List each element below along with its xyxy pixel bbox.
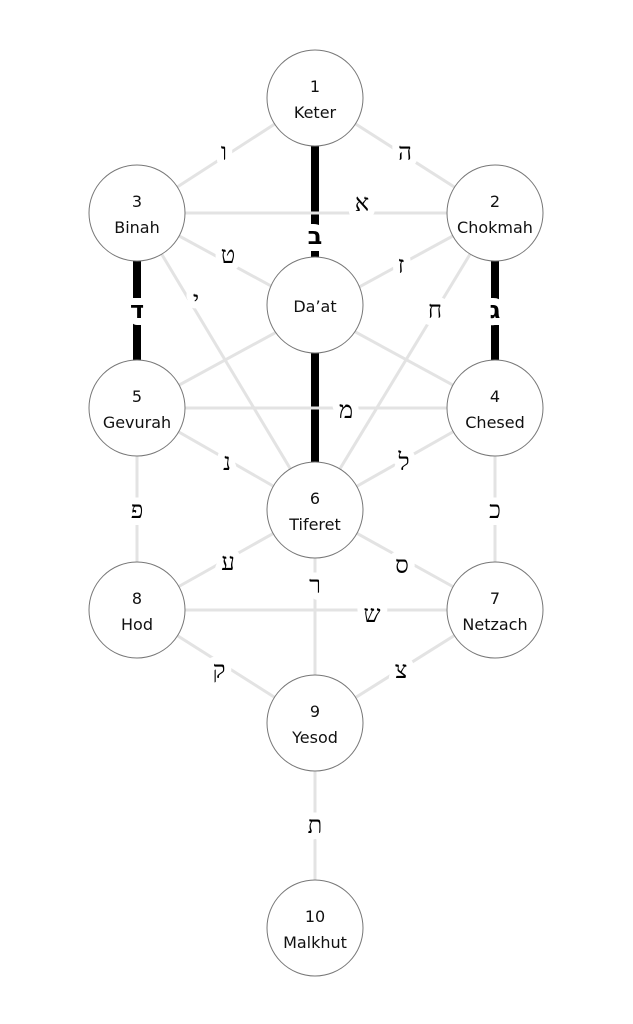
sephirah-name: Da’at [293,297,336,316]
path-letter: נ [223,448,231,476]
sephirah-number: 4 [490,387,500,406]
path-letter: ר [309,571,321,599]
path-letter: כ [489,496,501,524]
sephirah-name: Netzach [462,615,527,634]
sephirah-daat: Da’at [266,256,364,354]
sephirah-circle [266,674,364,772]
path-letter: י [193,286,199,314]
sephirah-circle [88,164,186,262]
path-chokmah-tiferet [313,212,497,511]
path-letter: ת [308,811,323,839]
sephirah-circle [266,256,364,354]
path-letter: ב [308,222,323,250]
sephirah-circle [266,879,364,977]
path-letter: ע [221,548,235,576]
path-letter: ט [221,241,236,269]
sephirah-name: Binah [114,218,160,237]
sephirah-number: 8 [132,589,142,608]
sephirah-circle [88,359,186,457]
sephirah-circle [446,359,544,457]
sephirah-number: 10 [305,907,325,926]
sephirah-number: 2 [490,192,500,211]
sephirah-name: Malkhut [283,933,347,952]
path-letter: צ [395,656,408,684]
sephirah-name: Hod [121,615,153,634]
path-letter: מ [339,396,353,424]
sephirah-number: 7 [490,589,500,608]
path-letter: ו [221,138,227,166]
sephirah-name: Yesod [291,728,338,747]
path-letter: פ [131,496,144,524]
sephirah-circle [88,561,186,659]
path-letter: ג [490,296,501,324]
sephirah-number: 9 [310,702,320,721]
path-letter: ש [364,600,381,628]
path-letter: א [355,189,369,217]
sephirah-number: 3 [132,192,142,211]
path-letter: ס [395,551,409,579]
sephirah-number: 1 [310,77,320,96]
sephirah-number: 5 [132,387,142,406]
path-letter: ד [130,296,144,324]
sephirah-name: Chokmah [457,218,533,237]
path-letter: ל [397,448,409,476]
path-binah-tiferet [135,212,317,511]
sephirah-circle [446,561,544,659]
path-letter: ה [398,138,412,166]
path-letter: ח [428,296,442,324]
path-letter: ז [398,251,405,279]
sephirah-name: Gevurah [103,413,171,432]
sephirah-name: Tiferet [288,515,341,534]
sephirah-circle [266,49,364,147]
sephirah-circle [446,164,544,262]
sephirah-name: Keter [294,103,337,122]
sephirah-circle [266,461,364,559]
sephirah-name: Chesed [465,413,525,432]
sephirah-number: 6 [310,489,320,508]
path-letter: ק [213,656,226,684]
